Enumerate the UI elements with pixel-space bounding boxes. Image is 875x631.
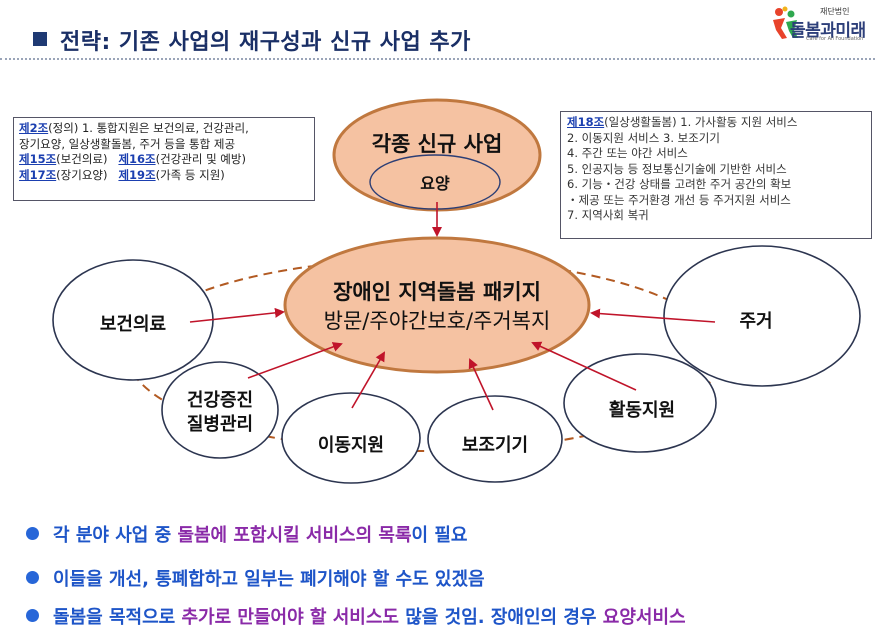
page-title: 전략: 기존 사업의 재구성과 신규 사업 추가	[60, 30, 471, 55]
prevention-label-2: 질병관리	[186, 414, 254, 435]
center-subtitle-label: 방문/주야간보호/주거복지	[323, 309, 551, 333]
bullet-dot-icon	[26, 571, 39, 584]
bullet-dot-icon	[26, 527, 39, 540]
article-2-link[interactable]: 제2조	[19, 121, 49, 135]
left-box-line-4: 제17조(장기요양) 제19조(가족 등 지원)	[19, 167, 225, 182]
article-16-link[interactable]: 제16조	[118, 152, 156, 166]
right-box-line: 4. 주간 또는 야간 서비스	[567, 146, 688, 160]
bullet-item-1: 각 분야 사업 중 돌봄에 포함시킬 서비스의 목록이 필요	[26, 521, 467, 547]
left-box-line-3: 제15조(보건의료) 제16조(건강관리 및 예방)	[19, 152, 246, 166]
bullet-item-2: 이들을 개선, 통폐합하고 일부는 폐기해야 할 수도 있겠음	[26, 565, 485, 591]
bullet-item-3: 돌봄을 목적으로 추가로 만들어야 할 서비스도 많을 것임. 장애인의 경우 …	[26, 603, 686, 629]
arrow-prevention-to-center	[247, 342, 343, 379]
arrow-mobility-to-center	[351, 351, 386, 409]
health-label: 보건의료	[99, 314, 167, 335]
activity-label: 활동지원	[608, 400, 676, 421]
right-box-line: ・제공 또는 주거환경 개선 등 주거지원 서비스	[567, 192, 791, 207]
yoyang-label: 요양	[420, 174, 450, 193]
law-reference-box-right: 제18조(일상생활돌봄) 1. 가사활동 지원 서비스 2. 이동지원 서비스 …	[560, 111, 872, 239]
housing-label: 주거	[739, 311, 773, 332]
assistive-circle	[427, 395, 563, 483]
new-business-label: 각종 신규 사업	[371, 132, 503, 156]
left-box-line-1: 제2조(정의) 1. 통합지원은 보건의료, 건강관리,	[19, 121, 249, 135]
article-19-link[interactable]: 제19조	[118, 167, 156, 182]
arrow-health-to-center	[189, 307, 285, 323]
housing-circle	[663, 245, 861, 387]
foundation-logo: 재단법인 돌봄과미래 Care for All Foundation	[770, 4, 870, 44]
right-box-line-1: 제18조(일상생활돌봄) 1. 가사활동 지원 서비스	[567, 115, 798, 129]
logo-top-text: 재단법인	[820, 7, 850, 16]
title-bullet-square	[33, 32, 47, 46]
center-title-label: 장애인 지역돌봄 패키지	[333, 280, 541, 304]
mobility-circle	[281, 392, 421, 484]
arrow-housing-to-center	[590, 308, 716, 323]
right-box-line: 6. 기능・건강 상태를 고려한 주거 공간의 확보	[567, 177, 792, 191]
article-15-link[interactable]: 제15조	[19, 152, 57, 166]
bullet-dot-icon	[26, 609, 39, 622]
prevention-circle	[161, 361, 279, 459]
title-divider	[0, 58, 875, 60]
article-18-link[interactable]: 제18조	[567, 115, 605, 129]
mobility-label: 이동지원	[317, 435, 385, 456]
right-box-line: 5. 인공지능 등 정보통신기술에 기반한 서비스	[567, 161, 787, 176]
left-box-line-2: 장기요양, 일상생활돌봄, 주거 등을 통합 제공	[19, 136, 236, 151]
arrow-activity-to-center	[531, 341, 637, 391]
article-17-link[interactable]: 제17조	[19, 167, 57, 182]
activity-circle	[563, 353, 717, 453]
law-reference-box-left: 제2조(정의) 1. 통합지원은 보건의료, 건강관리, 장기요양, 일상생활돌…	[13, 117, 315, 201]
yoyang-ellipse	[369, 154, 501, 210]
right-box-line: 2. 이동지원 서비스 3. 보조기기	[567, 130, 720, 145]
logo-subtitle: Care for All Foundation	[806, 36, 864, 42]
prevention-label-1: 건강증진	[186, 390, 254, 411]
right-box-line: 7. 지역사회 복귀	[567, 208, 649, 222]
center-package-ellipse	[283, 236, 591, 374]
logo-name: 돌봄과미래	[790, 21, 866, 41]
logo-figures-icon	[773, 6, 798, 39]
arrow-assistive-to-center	[468, 358, 494, 411]
assistive-label: 보조기기	[461, 435, 529, 456]
